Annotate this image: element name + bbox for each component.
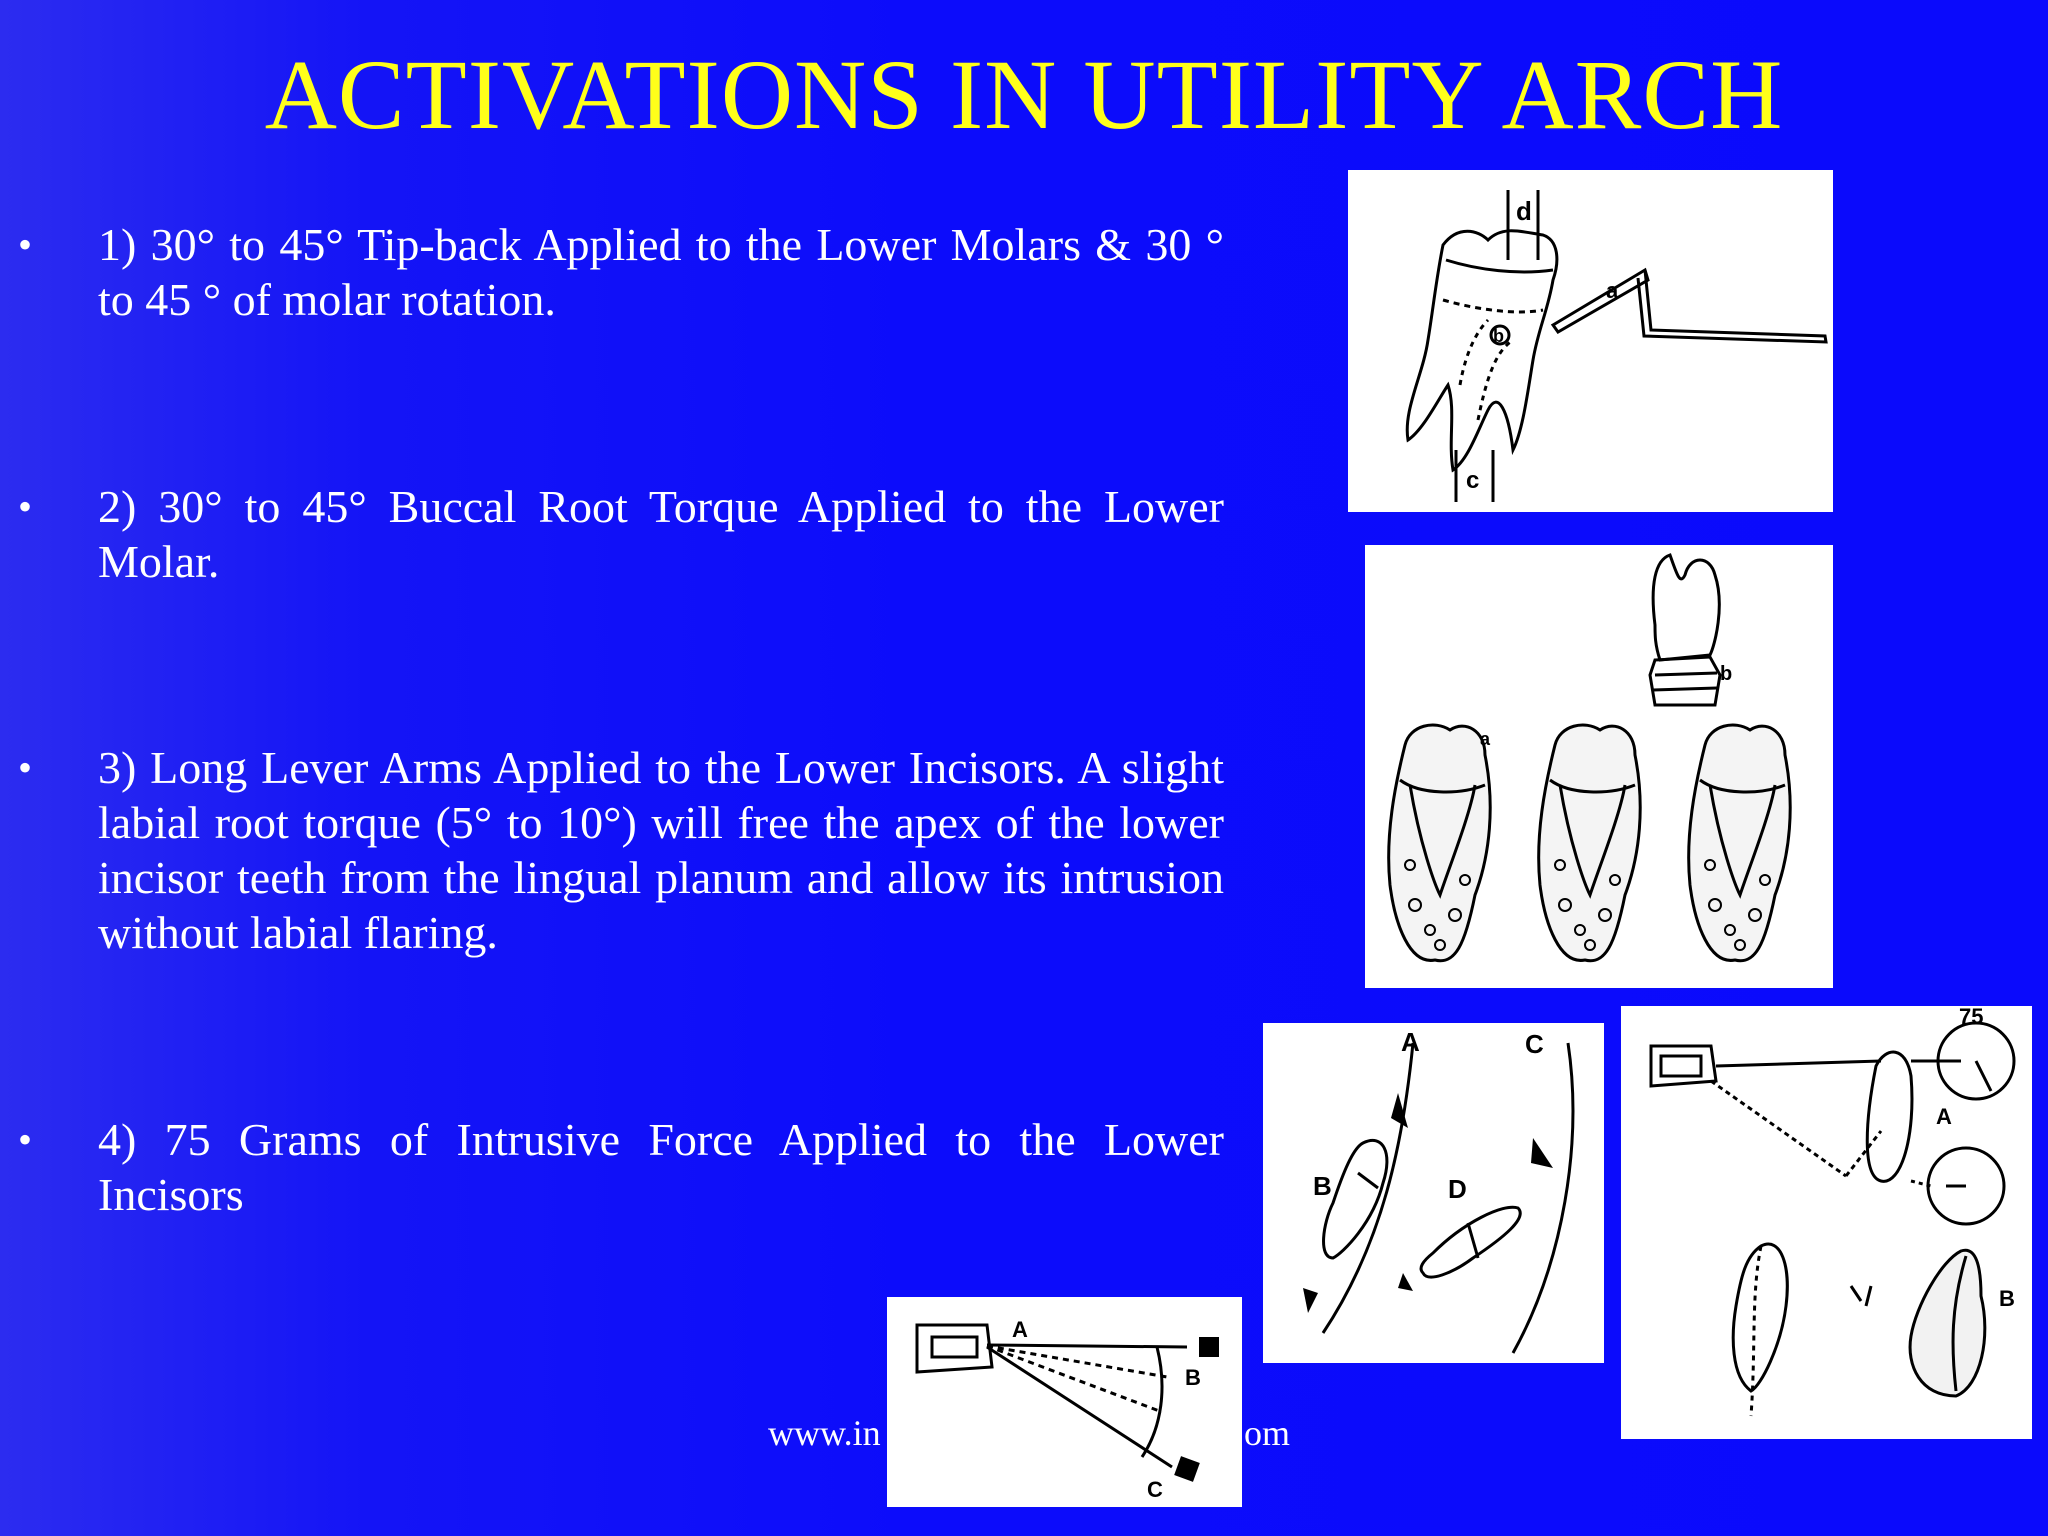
- slide-title: ACTIVATIONS IN UTILITY ARCH: [264, 39, 1784, 150]
- label-C: C: [1147, 1477, 1163, 1502]
- bullet-dot: •: [18, 484, 33, 529]
- buccal-root-torque-figure: b a: [1365, 545, 1833, 988]
- footer-url-right: om: [1244, 1413, 1291, 1453]
- label-a: a: [1606, 278, 1619, 303]
- footer-url-left: www.in: [768, 1413, 881, 1453]
- bullet-text: 2) 30° to 45° Buccal Root Torque Applied…: [98, 481, 1224, 587]
- molar-tipback-illustration: d a b c: [1405, 190, 1828, 502]
- lever-arm-figure: A C B D: [1263, 1023, 1604, 1363]
- label-A: A: [1401, 1027, 1420, 1057]
- force-vector-figure: A B C: [887, 1297, 1242, 1507]
- gauge-value-label: 75: [1959, 1006, 1983, 1029]
- label-b: b: [1493, 326, 1504, 346]
- bullet-text: 4) 75 Grams of Intrusive Force Applied t…: [98, 1114, 1224, 1220]
- label-B: B: [1313, 1171, 1332, 1201]
- bullet-dot: •: [18, 222, 33, 267]
- label-A: A: [1936, 1104, 1952, 1129]
- molar-tipback-figure: d a b c: [1348, 170, 1833, 512]
- label-B: B: [1185, 1365, 1201, 1390]
- label-d: d: [1516, 196, 1532, 226]
- label-b: b: [1720, 663, 1732, 685]
- label-A: A: [1012, 1317, 1028, 1342]
- intrusive-force-figure: 75 A B: [1621, 1006, 2032, 1439]
- intrusive-force-illustration: 75 A B: [1649, 1006, 2016, 1417]
- bullet-dot: •: [18, 1117, 33, 1162]
- lever-arm-illustration: A C B D: [1303, 1027, 1575, 1354]
- bullet-dot: •: [18, 745, 33, 790]
- label-c: c: [1466, 467, 1479, 494]
- label-a: a: [1480, 729, 1491, 749]
- label-C: C: [1525, 1029, 1544, 1059]
- bullet-text: 3) Long Lever Arms Applied to the Lower …: [98, 742, 1224, 958]
- buccal-torque-illustration: b a: [1387, 553, 1792, 963]
- label-D: D: [1448, 1174, 1467, 1204]
- bullet-text: 1) 30° to 45° Tip-back Applied to the Lo…: [98, 219, 1224, 325]
- label-B: B: [1999, 1286, 2015, 1311]
- force-vector-illustration: A B C: [915, 1317, 1219, 1502]
